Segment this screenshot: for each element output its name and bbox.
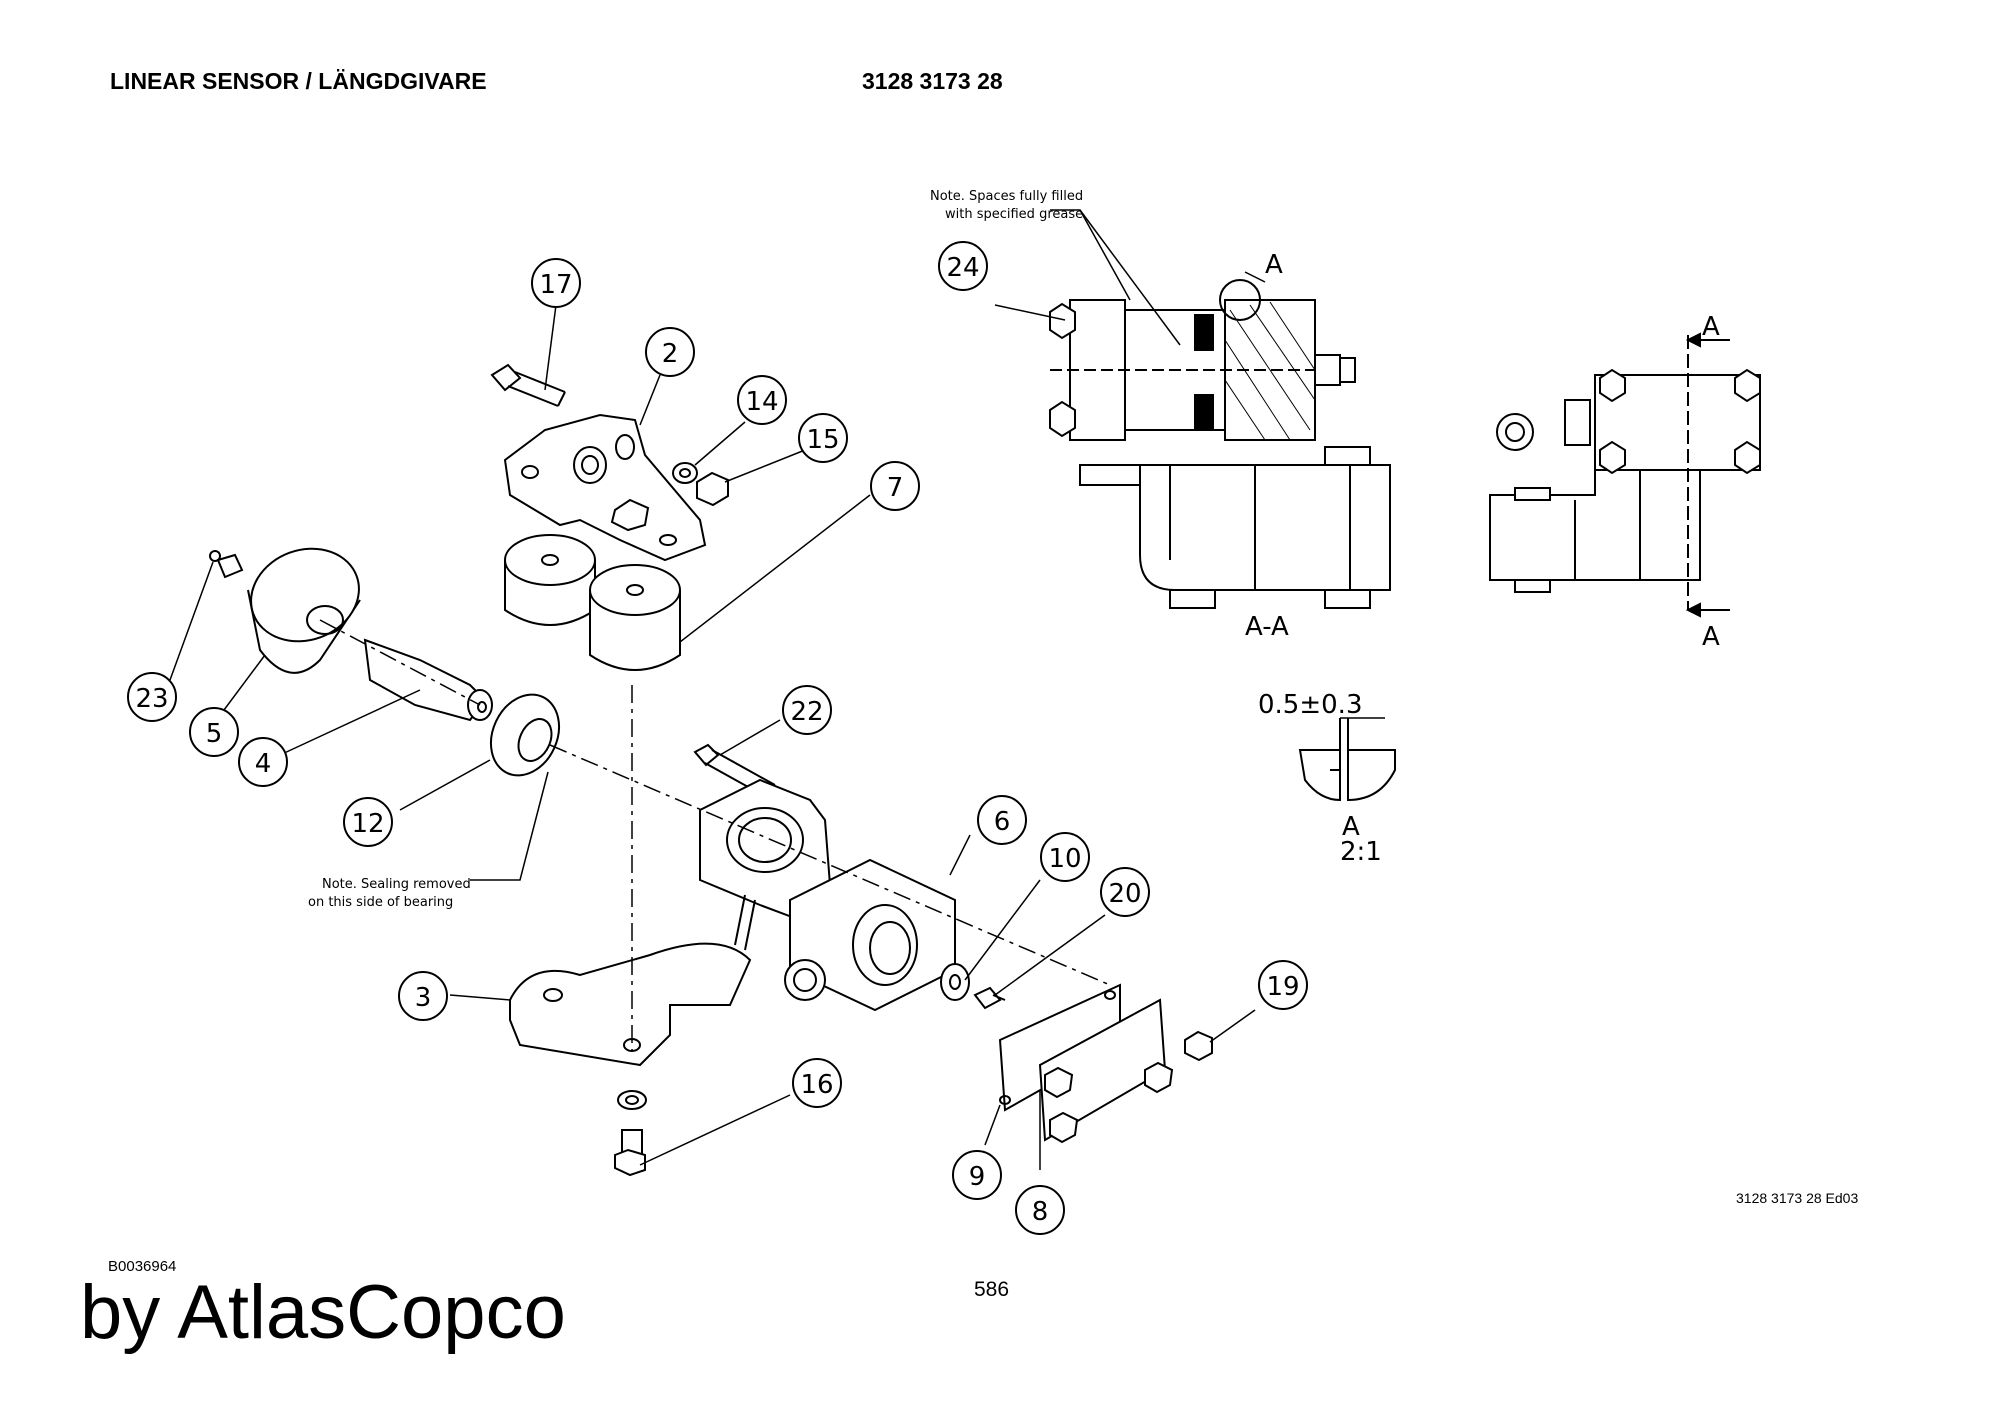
washer-14: [672, 462, 698, 484]
edition-label: 3128 3173 28 Ed03: [1736, 1190, 1859, 1206]
svg-text:8: 8: [1032, 1197, 1049, 1227]
dimension-text: 0.5±0.3: [1258, 690, 1362, 720]
svg-text:17: 17: [539, 270, 572, 300]
grease-note-line2: with specified grease: [945, 207, 1083, 222]
svg-text:15: 15: [806, 425, 839, 455]
brand-logo-text: by AtlasCopco: [80, 1270, 566, 1355]
svg-text:3: 3: [415, 983, 432, 1013]
grease-note-line1: Note. Spaces fully filled: [930, 189, 1083, 204]
svg-text:12: 12: [351, 809, 384, 839]
balloon-7: 7: [870, 461, 920, 511]
svg-text:22: 22: [790, 697, 823, 727]
cut-label-bottom: A: [1702, 622, 1720, 652]
balloon-16: 16: [792, 1058, 842, 1108]
detail-scale: 2:1: [1340, 837, 1382, 867]
sealing-note-line1: Note. Sealing removed: [322, 877, 471, 892]
sealing-note-line2: on this side of bearing: [308, 895, 453, 910]
grease-nipple-23: [209, 550, 244, 579]
balloon-20: 20: [1100, 867, 1150, 917]
nut-15: [696, 471, 729, 507]
page-title: LINEAR SENSOR / LÄNGDGIVARE: [110, 68, 487, 94]
balloon-24: 24: [938, 241, 988, 291]
bracket-2: [503, 413, 707, 562]
balloon-12: 12: [343, 797, 393, 847]
balloon-23: 23: [127, 672, 177, 722]
sensor-housing-6: [699, 778, 956, 1012]
balloons: 17 2 14 15 7 23 5 4 12 22 6 10 20 3 16 1…: [127, 241, 1308, 1235]
bolt-16: [614, 1129, 646, 1177]
washer-10: [940, 963, 970, 1001]
balloon-2: 2: [645, 327, 695, 377]
balloon-14: 14: [737, 375, 787, 425]
svg-text:19: 19: [1266, 972, 1299, 1002]
section-label: A-A: [1245, 612, 1289, 642]
svg-text:24: 24: [946, 253, 979, 283]
wheel-5: [247, 547, 361, 674]
svg-text:2: 2: [662, 339, 679, 369]
balloon-19: 19: [1258, 960, 1308, 1010]
svg-text:7: 7: [887, 473, 904, 503]
svg-text:9: 9: [969, 1162, 986, 1192]
balloon-17: 17: [531, 258, 581, 308]
section-view-a-a: [1049, 279, 1391, 609]
part-number: 3128 3173 28: [862, 68, 1003, 94]
balloon-6: 6: [977, 795, 1027, 845]
cut-label-main: A: [1265, 250, 1283, 280]
side-view: [1489, 332, 1761, 618]
cover-plate-8: [1038, 998, 1174, 1144]
balloon-3: 3: [398, 971, 448, 1021]
detail-view-a: [1298, 717, 1396, 802]
bearing-12: [489, 693, 561, 777]
balloon-4: 4: [238, 737, 288, 787]
svg-text:5: 5: [206, 719, 223, 749]
svg-text:6: 6: [994, 807, 1011, 837]
balloon-5: 5: [189, 707, 239, 757]
balloon-15: 15: [798, 413, 848, 463]
axle-4: [363, 638, 493, 722]
roller-7: [504, 534, 681, 671]
svg-text:4: 4: [255, 749, 272, 779]
cut-label-top: A: [1702, 312, 1720, 342]
document-code: B0036964: [108, 1258, 177, 1275]
nut-19: [1184, 1030, 1213, 1062]
balloon-8: 8: [1015, 1185, 1065, 1235]
bolt-20: [973, 986, 1006, 1010]
detail-label: A: [1342, 812, 1360, 842]
svg-text:16: 16: [800, 1070, 833, 1100]
svg-text:23: 23: [135, 684, 168, 714]
base-plate-3: [509, 942, 752, 1067]
balloon-22: 22: [782, 685, 832, 735]
svg-text:10: 10: [1048, 844, 1081, 874]
svg-text:20: 20: [1108, 879, 1141, 909]
balloon-10: 10: [1040, 832, 1090, 882]
page-number: 586: [974, 1278, 1010, 1301]
balloon-9: 9: [952, 1150, 1002, 1200]
bolt-17: [490, 363, 566, 407]
svg-text:14: 14: [745, 387, 778, 417]
